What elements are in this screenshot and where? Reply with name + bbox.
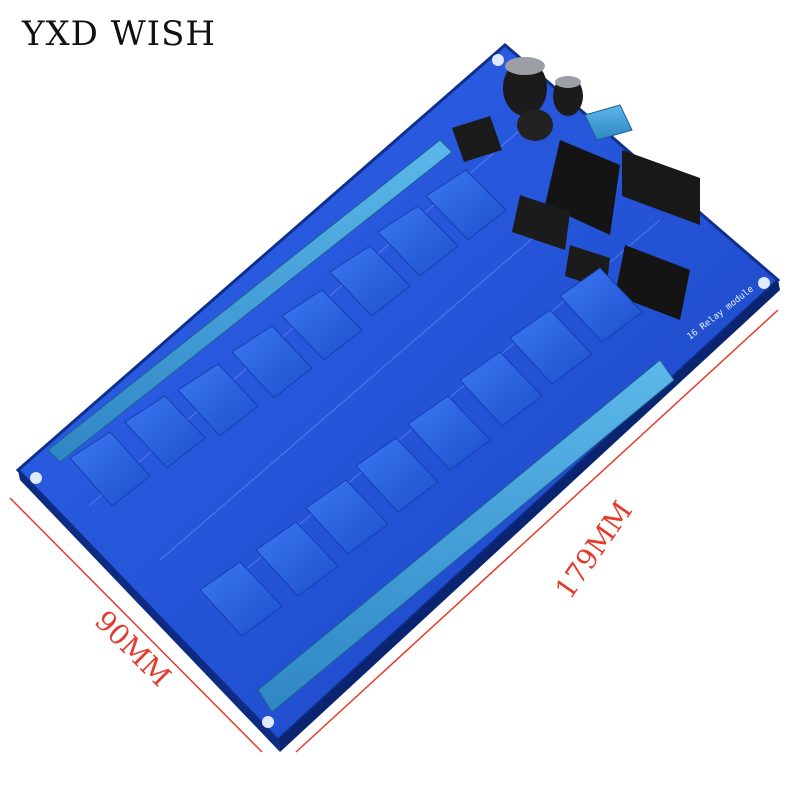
- pin-header: [622, 150, 700, 225]
- relay: [69, 431, 151, 507]
- relay: [255, 521, 339, 597]
- relay: [124, 395, 206, 469]
- optocoupler-array: [512, 140, 690, 320]
- mounting-hole: [262, 716, 274, 728]
- relay-row-bottom: [199, 267, 643, 637]
- ic-chip: [452, 116, 502, 162]
- relay: [305, 479, 389, 555]
- mounting-hole: [758, 277, 770, 289]
- voltage-regulator: [517, 109, 553, 141]
- relay: [425, 169, 507, 241]
- power-terminal: [584, 104, 633, 141]
- screw-terminal-row-bottom: [257, 359, 675, 713]
- relay: [559, 267, 643, 343]
- relay: [377, 205, 459, 277]
- capacitor: [553, 76, 583, 116]
- relay: [407, 395, 491, 471]
- relay-row-top: [69, 169, 507, 507]
- relay: [199, 561, 283, 637]
- relay: [329, 245, 411, 317]
- brand-logo-text: YXD WISH: [22, 14, 217, 54]
- relay: [459, 351, 543, 427]
- relay: [355, 437, 439, 513]
- relay: [177, 363, 259, 437]
- relay: [509, 309, 593, 385]
- mounting-hole: [492, 54, 504, 66]
- screw-terminal-row-top: [47, 139, 453, 463]
- relay: [281, 289, 363, 361]
- length-label: 179MM: [549, 495, 640, 605]
- capacitor: [503, 57, 547, 116]
- relay: [231, 325, 313, 399]
- mounting-hole: [30, 472, 42, 484]
